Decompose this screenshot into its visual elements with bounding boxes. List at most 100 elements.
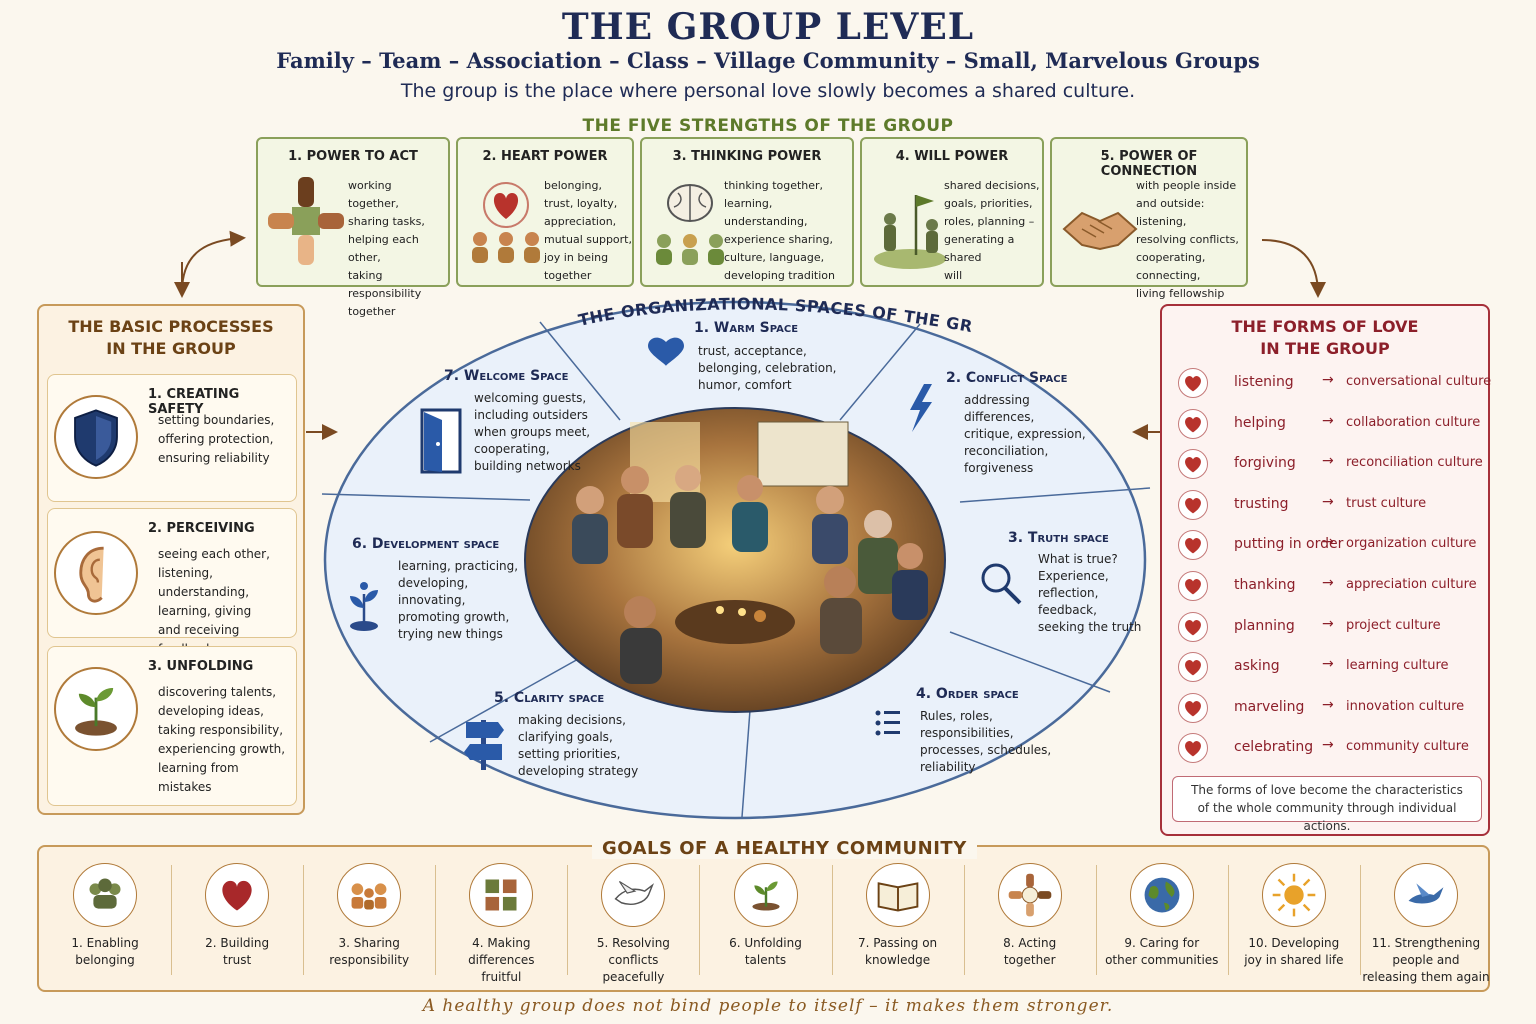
space-development-text: learning, practicing, developing, innova… [398,559,519,641]
love-row: helping→collaboration culture [1162,408,1492,439]
strength-text: working together, sharing tasks, helping… [348,179,425,318]
love-culture: collaboration culture [1346,414,1481,430]
five-strengths-title: THE FIVE STRENGTHS OF THE GROUP [582,116,954,136]
space-title: 7. Welcome Space [444,368,569,384]
love-word: asking [1234,658,1280,675]
sprout-icon [733,863,798,927]
basic-processes-panel: THE BASIC PROCESSES IN THE GROUP 1. CREA… [37,304,305,815]
arrow-glyph: → [1322,696,1334,713]
basic-processes-title: THE BASIC PROCESSES IN THE GROUP [68,317,274,358]
space-welcome: 7. Welcome Space [444,368,568,384]
page-tagline: The group is the place where personal lo… [400,80,1136,102]
arrow-glyph: → [1322,737,1334,754]
strength-text: shared decisions, goals, priorities, rol… [944,179,1040,282]
space-order-text: Rules, roles, responsibilities, processe… [920,709,1052,774]
strength-title: 5. POWER OF CONNECTION [1100,149,1198,179]
hands-puzzle-icon [268,177,344,265]
process-perceiving: 2. PERCEIVING seeing each other, listeni… [47,508,297,656]
goals-title: GOALS OF A HEALTHY COMMUNITY [592,838,977,859]
organizational-spaces-diagram: THE ORGANIZATIONAL SPACES OF THE GROUP [310,292,1151,820]
love-culture: project culture [1346,617,1441,633]
arrow-glyph: → [1322,453,1334,470]
process-name: 2. PERCEIVING [148,521,255,536]
magnifier-icon [981,563,1022,605]
goal-divider [831,865,833,975]
love-row: planning → project culture [1162,611,1492,642]
strength-thinking-power: 3. THINKING POWER thinking together, lea… [640,137,854,287]
love-word: planning [1234,617,1295,634]
love-word: celebrating [1234,739,1314,756]
process-text: discovering talents, developing ideas, t… [158,685,286,794]
strength-will-power: 4. WILL POWER shared decisions, goals, p… [860,137,1044,287]
arrow-glyph: → [1322,656,1334,673]
process-text: seeing each other, listening, understand… [158,547,270,656]
heart-icon [1178,449,1208,480]
love-culture: appreciation culture [1346,577,1477,592]
goal-divider [171,865,173,975]
space-warm-text: trust, acceptance, belonging, celebratio… [698,344,837,392]
heart-icon [1178,489,1208,520]
handshake-icon [1062,211,1138,251]
goal-divider [303,865,305,975]
strength-title: 2. HEART POWER [482,149,608,164]
heart-icon [1178,652,1208,683]
love-row: listening→conversational culture [1162,368,1492,398]
brain-icon [656,184,724,265]
arrow-glyph: → [1322,534,1334,551]
heart-icon [1178,733,1208,764]
group-people-illustration [572,421,928,684]
sprout-icon [54,667,138,751]
love-culture: organization culture [1346,536,1477,552]
love-row: asking → learning culture [1162,652,1492,683]
love-culture: learning culture [1346,658,1449,674]
page-title: THE GROUP LEVEL [561,6,975,48]
puzzle-icon [469,863,534,927]
strength-text: belonging, trust, loyalty, appreciation,… [544,179,632,282]
love-word: trusting [1234,495,1289,512]
space-clarity: 5. Clarity space [494,690,604,706]
space-warm: 1. Warm Space [694,320,798,336]
sun-icon [1261,863,1326,927]
space-title: 5. Clarity space [494,690,605,706]
space-clarity-text: making decisions, clarifying goals, sett… [518,713,639,778]
ear-icon [54,531,138,615]
book-icon [865,863,930,927]
space-title: 6. Development space [352,536,500,552]
arrow-left-top [181,230,246,293]
love-row: celebrating→community culture [1162,733,1492,764]
team-icon [337,863,402,927]
list-icon [875,710,900,736]
love-word: putting in order [1234,536,1344,553]
arrow-glyph: → [1322,615,1334,632]
forms-of-love-title: THE FORMS OF LOVE IN THE GROUP [1231,317,1419,358]
love-word: listening [1234,374,1294,390]
bird-icon [1393,863,1458,927]
love-row: trusting→trust culture [1162,489,1492,520]
strength-power-to-act: 1. POWER TO ACT working together, sharin… [256,137,450,318]
space-order: 4. Order space [916,686,1019,702]
heart-icon [1178,571,1208,601]
love-culture: innovation culture [1346,698,1465,714]
goal-divider [1095,865,1097,975]
love-row: putting in order→ organization culture [1162,530,1492,561]
shield-icon [54,395,138,479]
heart-icon [1178,692,1208,723]
love-word: marveling [1234,698,1305,715]
heart-icon [205,863,270,927]
heart-icon [1178,530,1208,561]
goal-divider [1227,865,1229,975]
